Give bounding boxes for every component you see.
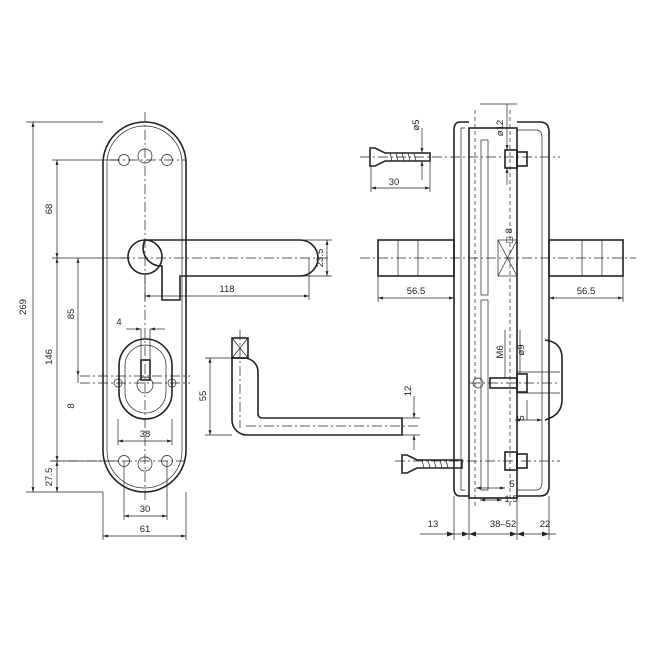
section-view: 30 ø5 ø12 ◻ 8 56.5 56.5 M6 ø9 5 5 1.5 <box>360 103 636 540</box>
dim-lever-to-key: 85 <box>66 309 77 320</box>
dim-total-height: 269 <box>18 299 29 315</box>
dim-bottom-margin: 27.5 <box>44 468 55 487</box>
dim-lever-tip: 12 <box>403 386 414 397</box>
dim-escutcheon-width: 38 <box>140 429 151 440</box>
key-escutcheon <box>80 338 190 420</box>
lower-screws <box>50 455 185 472</box>
dim-offset-5-lower: 5 <box>509 479 514 490</box>
dim-key-offset: 8 <box>66 403 77 408</box>
dim-upper-to-lever: 68 <box>44 204 55 215</box>
lever-side-view: 55 12 <box>198 330 420 450</box>
backplate-inner-outline <box>106 125 183 489</box>
dim-inner-plate: 22 <box>540 519 551 530</box>
dim-screw-length: 30 <box>389 177 400 188</box>
dim-screw-spacing: 30 <box>140 504 151 515</box>
dim-outer-plate: 13 <box>428 519 439 530</box>
dim-handle-length-left: 56.5 <box>407 286 426 297</box>
dim-bolt-diameter: ø12 <box>495 120 506 136</box>
dim-lever-reach: 118 <box>219 284 234 295</box>
dim-lever-drop: 55 <box>198 391 209 402</box>
dim-offset-1-5: 1.5 <box>504 494 517 505</box>
dim-lever-thickness: 23.5 <box>315 249 326 268</box>
lower-screw-left <box>401 454 463 474</box>
door-panel <box>468 127 518 499</box>
front-view: 269 68 146 85 8 27.5 118 23.5 4 38 30 61 <box>18 112 332 540</box>
dim-key-slot-width: 4 <box>116 317 121 328</box>
backplate-outline <box>102 121 187 493</box>
outer-plate-section <box>453 121 469 497</box>
dim-thread: M6 <box>495 345 506 358</box>
dim-handle-length-right: 56.5 <box>577 286 596 297</box>
dim-square-spindle: ◻ 8 <box>504 228 515 244</box>
dim-screw-diameter: ø5 <box>411 119 422 130</box>
upper-screws <box>110 148 185 166</box>
dim-thread-diameter: ø9 <box>516 344 527 355</box>
dim-offset-5-upper: 5 <box>516 415 527 420</box>
dim-lever-to-lower: 146 <box>44 349 55 365</box>
dim-plate-width: 61 <box>140 524 151 535</box>
dim-door-thickness: 38–52 <box>490 519 516 530</box>
inner-plate-section <box>517 121 550 497</box>
